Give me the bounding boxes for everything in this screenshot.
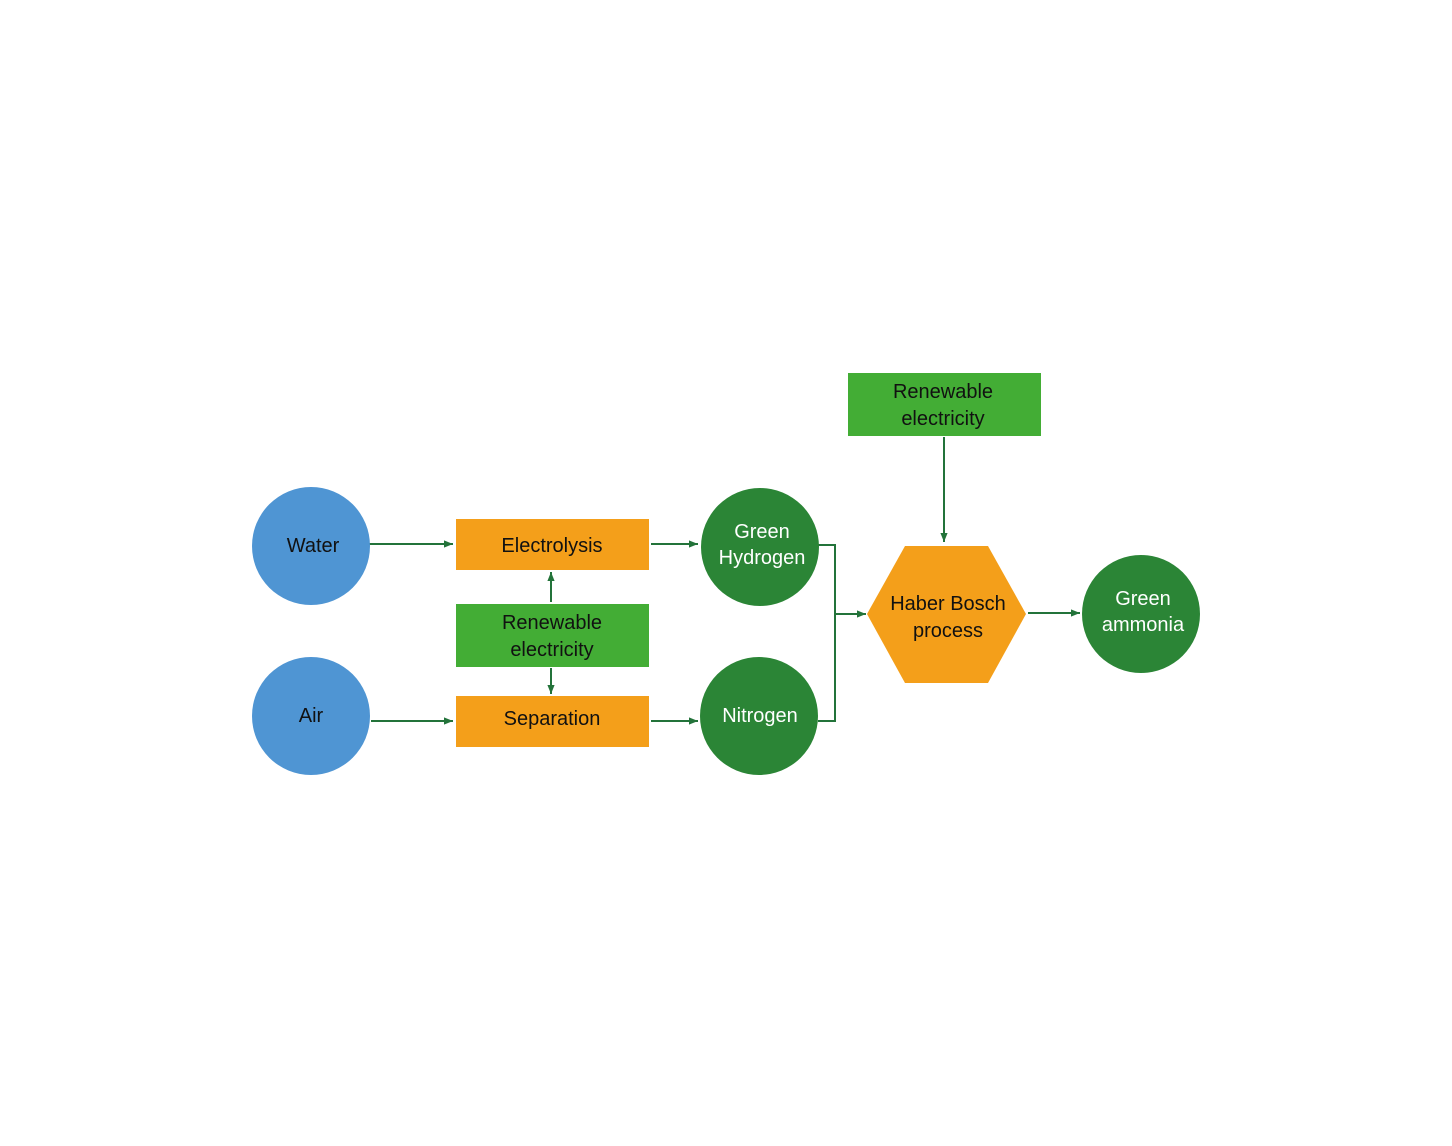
renewable-electricity-top-node: Renewable electricity — [848, 373, 1041, 436]
green-hydrogen-line1: Green — [734, 521, 790, 543]
haber-bosch-line2: process — [913, 620, 983, 642]
green-ammonia-line2: ammonia — [1102, 614, 1185, 636]
water-node: Water — [252, 487, 370, 605]
separation-node: Separation — [456, 696, 649, 747]
renewable-electricity-middle-line2: electricity — [510, 639, 593, 661]
electrolysis-node: Electrolysis — [456, 519, 649, 570]
green-hydrogen-line2: Hydrogen — [719, 547, 806, 569]
separation-box — [456, 696, 649, 747]
electrolysis-label: Electrolysis — [501, 535, 602, 557]
green-hydrogen-circle — [701, 488, 819, 606]
air-label: Air — [299, 705, 324, 727]
green-ammonia-circle — [1082, 555, 1200, 673]
air-node: Air — [252, 657, 370, 775]
renewable-electricity-middle-node: Renewable electricity — [456, 604, 649, 667]
nitrogen-circle — [700, 657, 818, 775]
connectors — [369, 437, 1080, 725]
nitrogen-label: Nitrogen — [722, 705, 798, 727]
haber-bosch-hexagon — [867, 546, 1026, 683]
nitrogen-node: Nitrogen — [700, 657, 818, 775]
air-circle — [252, 657, 370, 775]
line-nitrogen-to-junction — [818, 614, 836, 722]
green-hydrogen-node: Green Hydrogen — [701, 488, 819, 606]
line-green-hydrogen-to-junction — [818, 544, 836, 614]
electrolysis-box — [456, 519, 649, 570]
haber-bosch-line1: Haber Bosch — [890, 593, 1006, 615]
renewable-electricity-middle-line1: Renewable — [502, 612, 602, 634]
green-ammonia-node: Green ammonia — [1082, 555, 1200, 673]
renewable-electricity-top-box — [848, 373, 1041, 436]
renewable-electricity-top-line1: Renewable — [893, 381, 993, 403]
green-ammonia-line1: Green — [1115, 588, 1171, 610]
separation-label: Separation — [504, 708, 601, 730]
water-label: Water — [287, 535, 340, 557]
renewable-electricity-top-line2: electricity — [901, 408, 984, 430]
renewable-electricity-middle-box — [456, 604, 649, 667]
water-circle — [252, 487, 370, 605]
haber-bosch-node: Haber Bosch process — [867, 546, 1026, 683]
